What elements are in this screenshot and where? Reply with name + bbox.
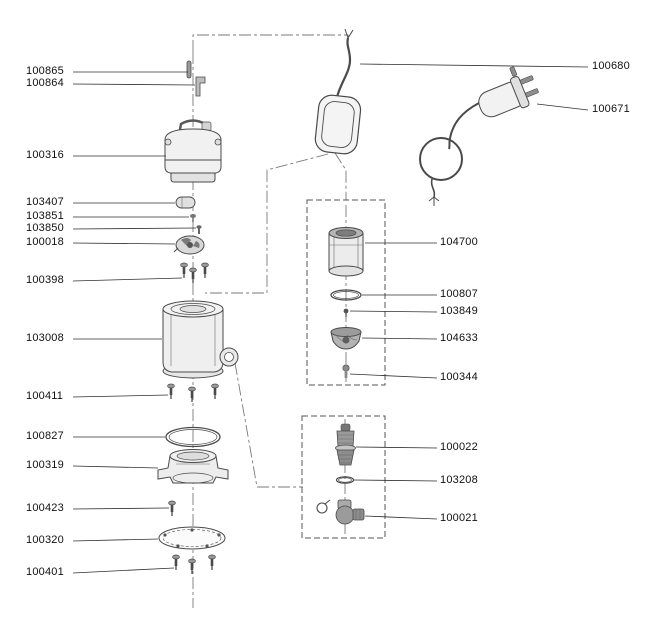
part-number-label: 103851 bbox=[26, 210, 64, 222]
part-number-label: 100423 bbox=[26, 502, 64, 514]
elbow-fitting bbox=[316, 499, 365, 525]
detail-box-valve-assembly bbox=[301, 415, 386, 539]
small-screw-b bbox=[196, 225, 202, 234]
small-screw-a bbox=[190, 214, 196, 222]
seal-screw bbox=[343, 308, 349, 317]
part-number-label: 100320 bbox=[26, 534, 64, 546]
screw-base bbox=[167, 499, 177, 518]
screw bbox=[200, 261, 210, 280]
part-number-label: 103208 bbox=[440, 474, 478, 486]
valve-cartridge bbox=[335, 423, 356, 466]
screw bbox=[179, 261, 189, 280]
o-ring-seal bbox=[330, 289, 362, 301]
impeller bbox=[330, 327, 362, 350]
part-number-label: 100018 bbox=[26, 236, 64, 248]
pump-housing bbox=[162, 300, 239, 379]
clip-part bbox=[195, 76, 206, 97]
screw bbox=[187, 385, 197, 404]
part-number-label: 100021 bbox=[440, 512, 478, 524]
screw-set-bottom bbox=[171, 553, 217, 576]
screw bbox=[167, 499, 177, 518]
part-number-label: 100864 bbox=[26, 77, 64, 89]
part-number-label: 103407 bbox=[26, 196, 64, 208]
part-number-label: 100344 bbox=[440, 371, 478, 383]
capacitor bbox=[175, 196, 196, 209]
float-cable bbox=[335, 37, 352, 98]
part-number-label: 100827 bbox=[26, 430, 64, 442]
part-number-label: 100319 bbox=[26, 459, 64, 471]
seal-cartridge bbox=[328, 227, 364, 277]
power-plug bbox=[478, 66, 539, 118]
part-number-label: 103008 bbox=[26, 332, 64, 344]
part-number-label: 100316 bbox=[26, 149, 64, 161]
retaining-clip bbox=[316, 499, 331, 514]
impeller-bolt bbox=[342, 364, 350, 378]
rotor-assembly bbox=[173, 235, 205, 255]
screw-set-upper bbox=[179, 261, 210, 285]
part-number-label: 100807 bbox=[440, 288, 478, 300]
float-switch bbox=[314, 94, 362, 155]
part-number-label: 103850 bbox=[26, 222, 64, 234]
motor-top-housing bbox=[164, 119, 222, 183]
screw bbox=[210, 382, 220, 401]
part-number-label: 100398 bbox=[26, 274, 64, 286]
volute-base bbox=[157, 449, 229, 484]
cable-connector bbox=[344, 28, 354, 39]
part-number-label: 100680 bbox=[592, 60, 630, 72]
part-number-label: 100671 bbox=[592, 103, 630, 115]
screw bbox=[187, 557, 197, 576]
screw bbox=[166, 382, 176, 401]
part-number-label: 103849 bbox=[440, 305, 478, 317]
power-cord bbox=[419, 102, 480, 206]
part-number-label: 100022 bbox=[440, 441, 478, 453]
leader-lines bbox=[72, 63, 589, 574]
o-ring-small bbox=[335, 476, 355, 484]
detail-box-seal-assembly bbox=[306, 199, 386, 386]
part-number-label: 100401 bbox=[26, 566, 64, 578]
cord-coil bbox=[419, 137, 463, 181]
part-number-label: 100411 bbox=[26, 390, 64, 402]
o-ring-large bbox=[165, 426, 221, 448]
pin-part bbox=[186, 60, 192, 79]
screw bbox=[188, 266, 198, 285]
part-number-label: 104633 bbox=[440, 332, 478, 344]
part-number-label: 104700 bbox=[440, 236, 478, 248]
part-number-label: 100865 bbox=[26, 65, 64, 77]
screw bbox=[207, 553, 217, 572]
base-plate bbox=[158, 526, 226, 550]
